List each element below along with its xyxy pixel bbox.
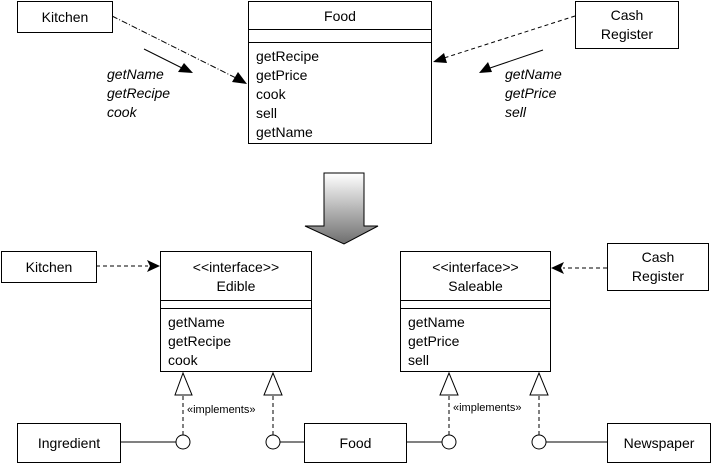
newspaper-box[interactable]: Newspaper bbox=[607, 423, 711, 463]
dependency-cashregister-to-saleable bbox=[551, 262, 607, 274]
realization-food-edible bbox=[263, 371, 304, 450]
class-divider bbox=[401, 308, 550, 309]
operation: getRecipe bbox=[256, 48, 320, 64]
call-arrow-right bbox=[479, 49, 544, 73]
interface-stereotype: <<interface>> bbox=[192, 259, 280, 275]
food-class-box[interactable]: Food getRecipe getPrice cook sell getNam… bbox=[248, 1, 432, 144]
arrowhead-icon bbox=[232, 72, 247, 84]
operation: cook bbox=[168, 352, 198, 368]
kitchen-label: Kitchen bbox=[25, 258, 73, 275]
call-item: getPrice bbox=[505, 85, 557, 101]
operation: sell bbox=[256, 105, 278, 121]
ingredient-label: Ingredient bbox=[37, 434, 101, 451]
cash-register-box-top[interactable]: Cash Register bbox=[575, 1, 679, 49]
food-box-bottom[interactable]: Food bbox=[304, 423, 407, 463]
class-divider bbox=[401, 300, 550, 301]
implements-label-right: «implements» bbox=[453, 402, 522, 415]
edible-interface-box[interactable]: <<interface>> Edible getName getRecipe c… bbox=[160, 251, 312, 372]
newspaper-label: Newspaper bbox=[623, 434, 695, 451]
arrowhead-icon bbox=[433, 53, 447, 63]
operation: getPrice bbox=[256, 67, 308, 83]
call-item: getName bbox=[107, 66, 164, 82]
call-arrow-left bbox=[143, 48, 193, 73]
interface-lollipop-icon bbox=[441, 434, 457, 450]
operation: cook bbox=[256, 86, 286, 102]
saleable-interface-box[interactable]: <<interface>> Saleable getName getPrice … bbox=[400, 251, 551, 372]
dependency-kitchen-to-edible bbox=[96, 260, 160, 272]
operation: getName bbox=[168, 314, 225, 330]
realization-triangle-icon bbox=[439, 371, 459, 396]
arrowhead-icon bbox=[147, 260, 160, 272]
call-item: getName bbox=[505, 66, 562, 82]
food-label: Food bbox=[339, 434, 372, 451]
ingredient-box[interactable]: Ingredient bbox=[17, 423, 121, 463]
edible-interface-name: Edible bbox=[216, 278, 256, 294]
interface-lollipop-icon bbox=[265, 434, 281, 450]
edible-operations-list: getName getRecipe cook bbox=[168, 313, 231, 370]
class-divider bbox=[249, 42, 431, 43]
operation: sell bbox=[408, 352, 430, 368]
food-operations-list: getRecipe getPrice cook sell getName bbox=[256, 47, 319, 142]
kitchen-calls-note: getName getRecipe cook bbox=[107, 65, 170, 122]
class-divider bbox=[249, 29, 431, 30]
call-item: cook bbox=[107, 104, 137, 120]
cash-register-label-line1: Cash bbox=[641, 249, 675, 265]
cash-register-label-line2: Register bbox=[600, 26, 654, 42]
arrowhead-icon bbox=[551, 262, 564, 274]
call-item: sell bbox=[505, 104, 527, 120]
implements-label-left: «implements» bbox=[187, 404, 256, 417]
saleable-operations-list: getName getPrice sell bbox=[408, 313, 465, 370]
realization-newspaper-saleable bbox=[529, 371, 607, 450]
realization-ingredient-edible bbox=[120, 371, 193, 450]
cash-register-calls-note: getName getPrice sell bbox=[505, 65, 562, 122]
arrowhead-icon bbox=[479, 62, 492, 73]
realization-triangle-icon bbox=[174, 371, 193, 396]
class-divider bbox=[161, 300, 311, 301]
cash-register-label-line1: Cash bbox=[610, 7, 644, 23]
interface-stereotype: <<interface>> bbox=[432, 259, 519, 275]
operation: getPrice bbox=[408, 333, 460, 349]
class-divider bbox=[161, 308, 311, 309]
kitchen-box-bottom[interactable]: Kitchen bbox=[1, 251, 97, 283]
kitchen-box-top[interactable]: Kitchen bbox=[17, 1, 113, 33]
operation: getName bbox=[256, 124, 313, 140]
saleable-interface-name: Saleable bbox=[448, 278, 503, 294]
arrowhead-icon bbox=[178, 63, 193, 73]
kitchen-label: Kitchen bbox=[41, 8, 89, 25]
down-arrow-icon bbox=[304, 172, 379, 245]
dependency-kitchen-to-food bbox=[111, 15, 247, 84]
food-class-name: Food bbox=[324, 8, 356, 24]
realization-food-saleable bbox=[406, 371, 459, 450]
call-item: getRecipe bbox=[107, 85, 171, 101]
operation: getRecipe bbox=[168, 333, 232, 349]
dependency-cashregister-to-food bbox=[433, 15, 576, 63]
interface-lollipop-icon bbox=[175, 434, 191, 450]
cash-register-label-line2: Register bbox=[631, 268, 685, 284]
realization-triangle-icon bbox=[529, 371, 549, 396]
operation: getName bbox=[408, 314, 465, 330]
interface-lollipop-icon bbox=[531, 434, 547, 450]
realization-triangle-icon bbox=[263, 371, 283, 396]
cash-register-box-bottom[interactable]: Cash Register bbox=[607, 243, 709, 291]
